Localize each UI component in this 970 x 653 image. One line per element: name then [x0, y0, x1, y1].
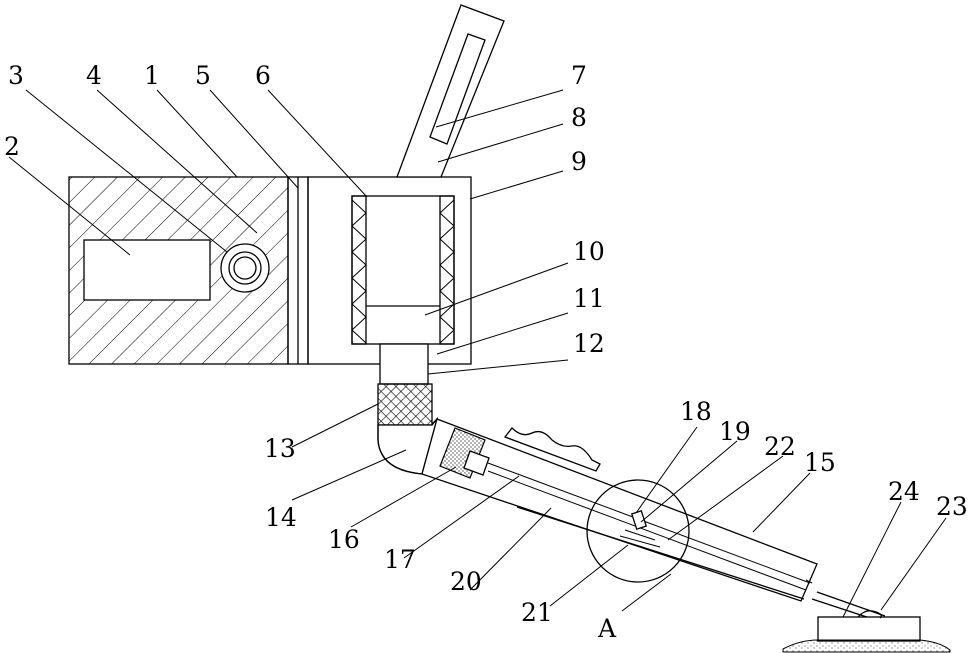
label-23: 23 — [936, 492, 968, 521]
label-19: 19 — [719, 417, 751, 446]
housing — [69, 177, 288, 364]
label-13: 13 — [264, 434, 296, 463]
left-liner-zigzag — [352, 200, 366, 343]
label-24: 24 — [888, 477, 920, 506]
label-16: 16 — [328, 525, 360, 554]
label-a: A — [597, 614, 617, 643]
label-21: 21 — [521, 598, 553, 627]
label-10: 10 — [573, 237, 605, 266]
label-9: 9 — [571, 147, 587, 176]
right-box — [308, 177, 471, 384]
coupling — [378, 384, 432, 425]
label-20: 20 — [450, 567, 482, 596]
label-6: 6 — [255, 61, 271, 90]
label-2: 2 — [4, 132, 20, 161]
label-14: 14 — [265, 503, 297, 532]
base — [783, 611, 950, 652]
ground-pile — [783, 640, 950, 652]
label-4: 4 — [86, 61, 102, 90]
separator-plates — [288, 177, 308, 364]
label-18: 18 — [680, 397, 712, 426]
label-1: 1 — [144, 61, 160, 90]
label-8: 8 — [571, 103, 587, 132]
label-7: 7 — [571, 61, 587, 90]
label-15: 15 — [804, 448, 836, 477]
label-12: 12 — [573, 329, 605, 358]
component-2-box — [84, 240, 210, 300]
label-3: 3 — [8, 61, 24, 90]
coupling-hatch — [378, 384, 432, 425]
label-17: 17 — [384, 545, 416, 574]
handle — [397, 5, 504, 177]
label-11: 11 — [573, 284, 605, 313]
label-5: 5 — [195, 61, 211, 90]
label-22: 22 — [764, 432, 796, 461]
right-liner-zigzag — [440, 200, 454, 343]
ring-outer — [221, 244, 269, 292]
